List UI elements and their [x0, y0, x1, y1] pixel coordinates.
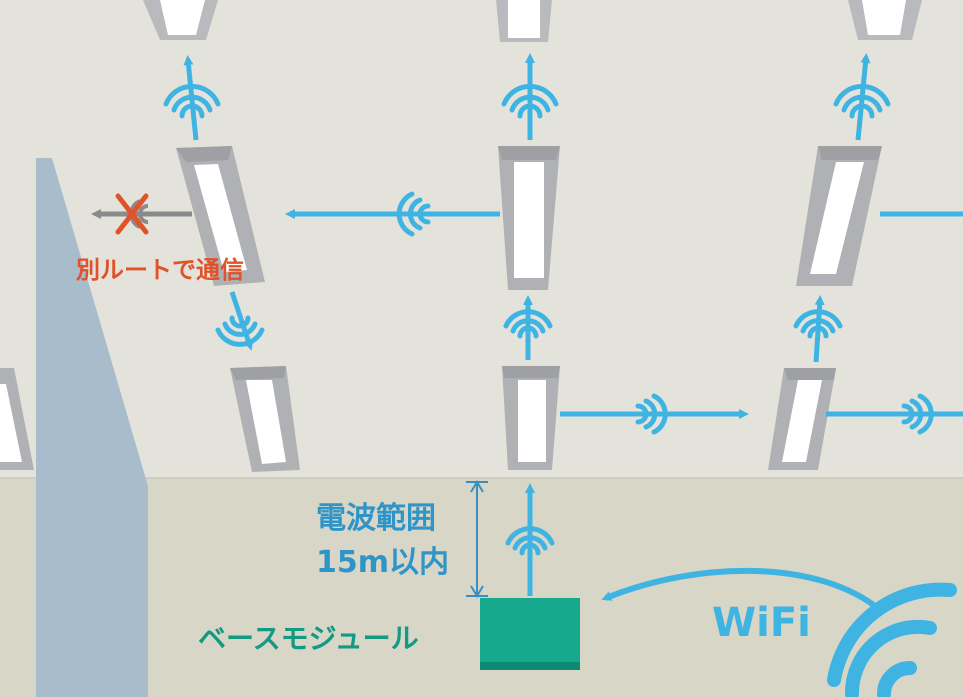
light-fixture-upper-center	[498, 146, 560, 290]
alt-route-label: 別ルートで通信	[76, 256, 244, 284]
light-fixture-top-2	[496, 0, 552, 42]
light-fixture-top-3	[848, 0, 922, 40]
range-label-line1: 電波範囲	[316, 501, 436, 536]
range-indicator	[466, 480, 488, 598]
light-fixture-lower-edge	[0, 368, 34, 470]
light-fixture-lower-right	[768, 368, 836, 470]
light-fixture-upper-left	[176, 146, 265, 286]
base-module	[480, 598, 580, 670]
wifi-signal-icon	[827, 582, 957, 697]
wifi-label: WiFi	[712, 600, 811, 646]
blocked-route	[91, 193, 192, 235]
range-label-line2: 15m以内	[316, 545, 449, 580]
wifi-arrow	[601, 567, 882, 613]
blocked-x-icon	[115, 193, 149, 235]
pillar	[36, 158, 148, 697]
signal-wave-icon	[163, 83, 934, 556]
light-fixture-top-1	[143, 0, 218, 40]
base-module-label: ベースモジュール	[198, 622, 419, 655]
light-fixture-upper-right	[796, 146, 882, 286]
light-fixture-lower-center	[502, 366, 560, 470]
light-fixture-lower-left	[230, 366, 300, 472]
